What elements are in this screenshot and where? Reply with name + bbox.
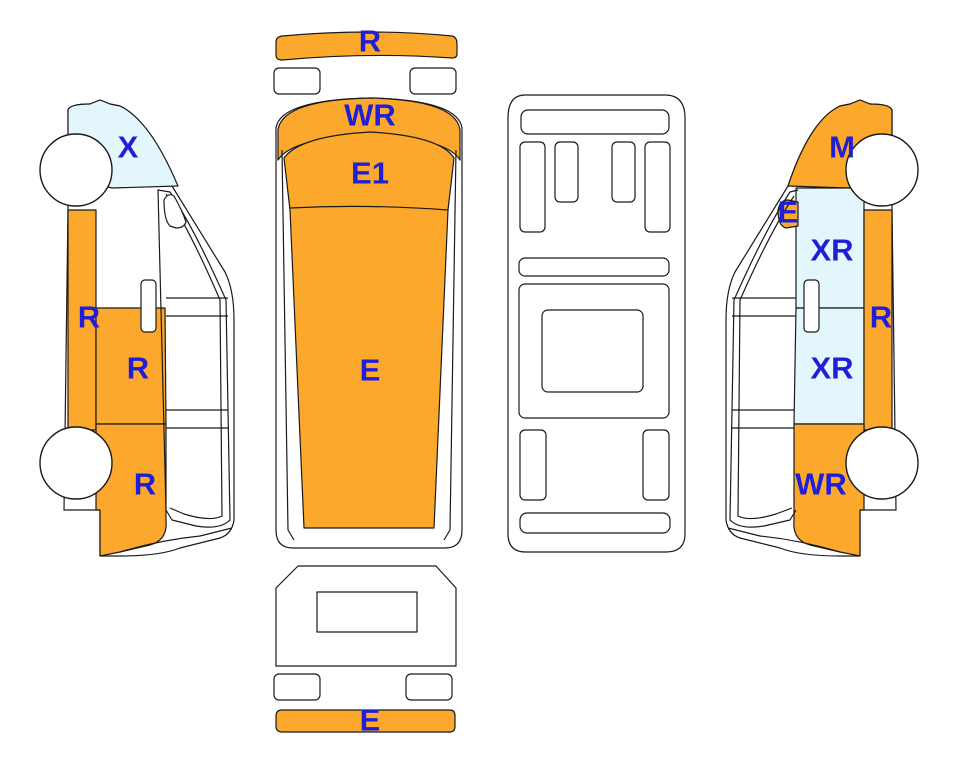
under-slot-2 [554, 141, 579, 203]
under-slot-4 [644, 141, 671, 233]
under-center-box [541, 309, 644, 393]
right-door-handle[interactable] [803, 279, 820, 333]
roof-code: E [360, 353, 381, 388]
top-left-sideline [281, 149, 295, 541]
top-view: R WR E1 E E [273, 24, 463, 738]
rear-bumper-panel[interactable] [275, 709, 456, 733]
front-bumper-code: R [359, 24, 381, 59]
windshield-divider [289, 205, 449, 211]
left-bottom-sill [119, 527, 233, 553]
left-rear-panel[interactable] [95, 423, 167, 557]
windshield-code: E1 [351, 156, 389, 191]
top-right-sideline [443, 149, 457, 541]
right-lower-door-code: XR [810, 351, 853, 386]
left-rear-wheel [39, 426, 113, 500]
hood-code: WR [344, 98, 396, 133]
right-door-window-outline [737, 195, 795, 520]
under-front-bar [520, 109, 670, 135]
under-rear-slot-left [519, 429, 547, 501]
left-middle-code: R [127, 351, 149, 386]
left-door-handle[interactable] [140, 279, 157, 333]
under-slot-3 [611, 141, 636, 203]
rear-right-light [405, 673, 453, 701]
right-side-code: R [870, 300, 892, 335]
right-rear-wheel [845, 426, 919, 500]
right-front-small-code: E [778, 195, 799, 230]
right-door-frame [729, 189, 799, 528]
under-rear-slot-right [642, 429, 670, 501]
rear-left-light [273, 673, 321, 701]
left-front-side-code: R [78, 300, 100, 335]
under-slot-1 [519, 141, 546, 233]
roof-panel[interactable] [283, 131, 455, 529]
left-mirror [273, 67, 321, 95]
rear-bumper-code: E [360, 703, 381, 738]
left-fender-code: X [118, 130, 139, 165]
right-front-wheel [845, 133, 919, 207]
right-mirror [409, 67, 457, 95]
left-front-window [163, 194, 187, 229]
under-rear-bar [519, 512, 671, 534]
right-upper-door-code: XR [810, 233, 853, 268]
under-mid-bar [518, 257, 670, 277]
right-bottom-sill [727, 527, 841, 553]
left-rear-code: R [134, 467, 156, 502]
right-rear-code: WR [795, 467, 847, 502]
rear-window [316, 591, 418, 633]
underside-view [507, 94, 686, 553]
left-front-wheel [39, 133, 113, 207]
right-fender-code: M [829, 130, 855, 165]
front-bumper-panel[interactable] [275, 31, 458, 61]
left-side-view: X R R R [39, 99, 235, 557]
right-side-view: M E XR R XR WR [725, 99, 919, 557]
